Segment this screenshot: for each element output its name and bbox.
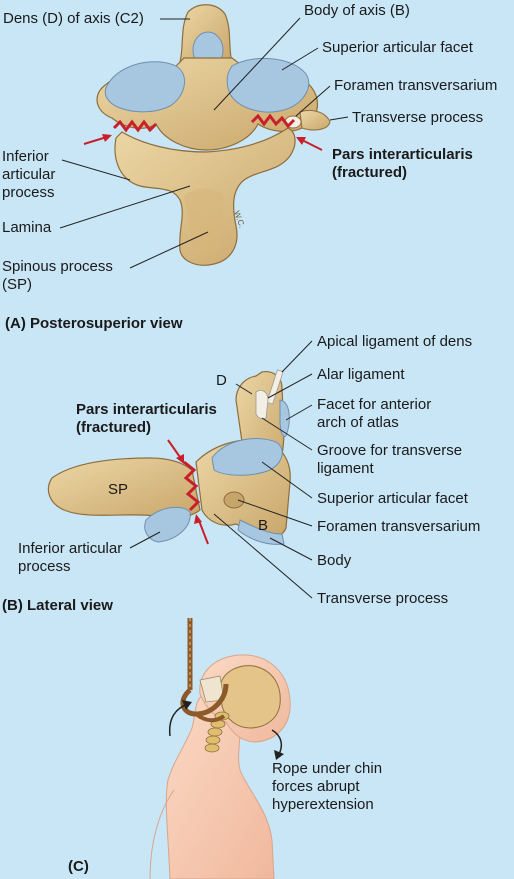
panel-b-title: (B) Lateral view — [2, 597, 113, 614]
label-superior-articular-facet: Superior articular facet — [322, 39, 473, 56]
label-alar-ligament: Alar ligament — [317, 366, 405, 383]
label-pars-fractured: (fractured) — [332, 164, 408, 181]
label-d: D — [216, 372, 227, 389]
label-spinous-process: Spinous process (SP) — [2, 258, 113, 293]
panel-a-leader-lines — [59, 17, 349, 269]
label-pars-fractured-lateral: (fractured) — [76, 419, 152, 436]
label-foramen-transversarium-lateral: Foramen transversarium — [317, 518, 481, 535]
label-groove-transverse-ligament: Groove for transverse ligament — [317, 442, 463, 477]
label-inferior-articular-process-lateral: Inferior articular process — [18, 540, 123, 575]
label-foramen-transversarium: Foramen transversarium — [334, 77, 498, 94]
caption-rope-hyperextension: Rope under chin forces abrupt hyperexten… — [272, 760, 383, 813]
label-transverse-process-lateral: Transverse process — [317, 590, 449, 607]
label-lamina: Lamina — [2, 219, 52, 236]
label-dens: Dens (D) of axis (C2) — [3, 10, 144, 27]
panel-c-title: (C) — [68, 858, 89, 875]
label-transverse-process: Transverse process — [352, 109, 484, 126]
label-superior-articular-facet-lateral: Superior articular facet — [317, 490, 468, 507]
label-pars-interarticularis-lateral: Pars interarticularis — [76, 401, 217, 418]
panel-a-title: (A) Posterosuperior view — [5, 315, 183, 332]
label-inferior-articular-process: Inferior articular process — [2, 148, 56, 201]
label-pars-interarticularis: Pars interarticularis — [332, 146, 473, 163]
hanging-illustration — [149, 618, 291, 879]
label-b: B — [258, 517, 268, 534]
axis-posterosuperior-drawing — [83, 4, 331, 266]
label-apical-ligament: Apical ligament of dens — [317, 333, 473, 350]
label-facet-anterior-arch: Facet for anterior arch of atlas — [317, 396, 432, 431]
label-body-of-axis: Body of axis (B) — [304, 2, 410, 19]
label-body-lateral: Body — [317, 552, 352, 569]
axis-lateral-drawing — [47, 369, 291, 545]
label-sp: SP — [108, 481, 128, 498]
panel-b-leader-lines — [129, 340, 313, 599]
